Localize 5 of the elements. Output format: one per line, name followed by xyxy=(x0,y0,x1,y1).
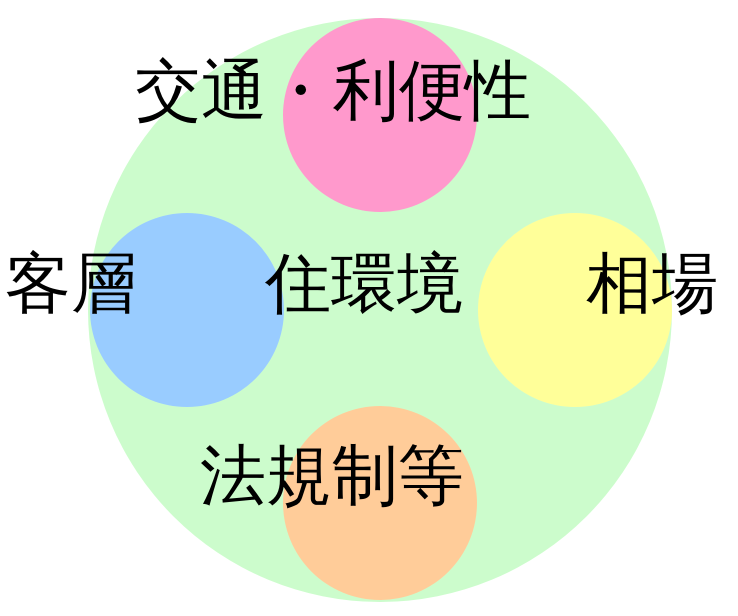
circle-label: 住環境 xyxy=(265,248,463,321)
circle-label: 相場 xyxy=(586,248,718,321)
circle-label: 交通・利便性 xyxy=(135,55,531,128)
circle-label: 法規制等 xyxy=(200,440,464,513)
circle-label: 客層 xyxy=(5,248,137,321)
